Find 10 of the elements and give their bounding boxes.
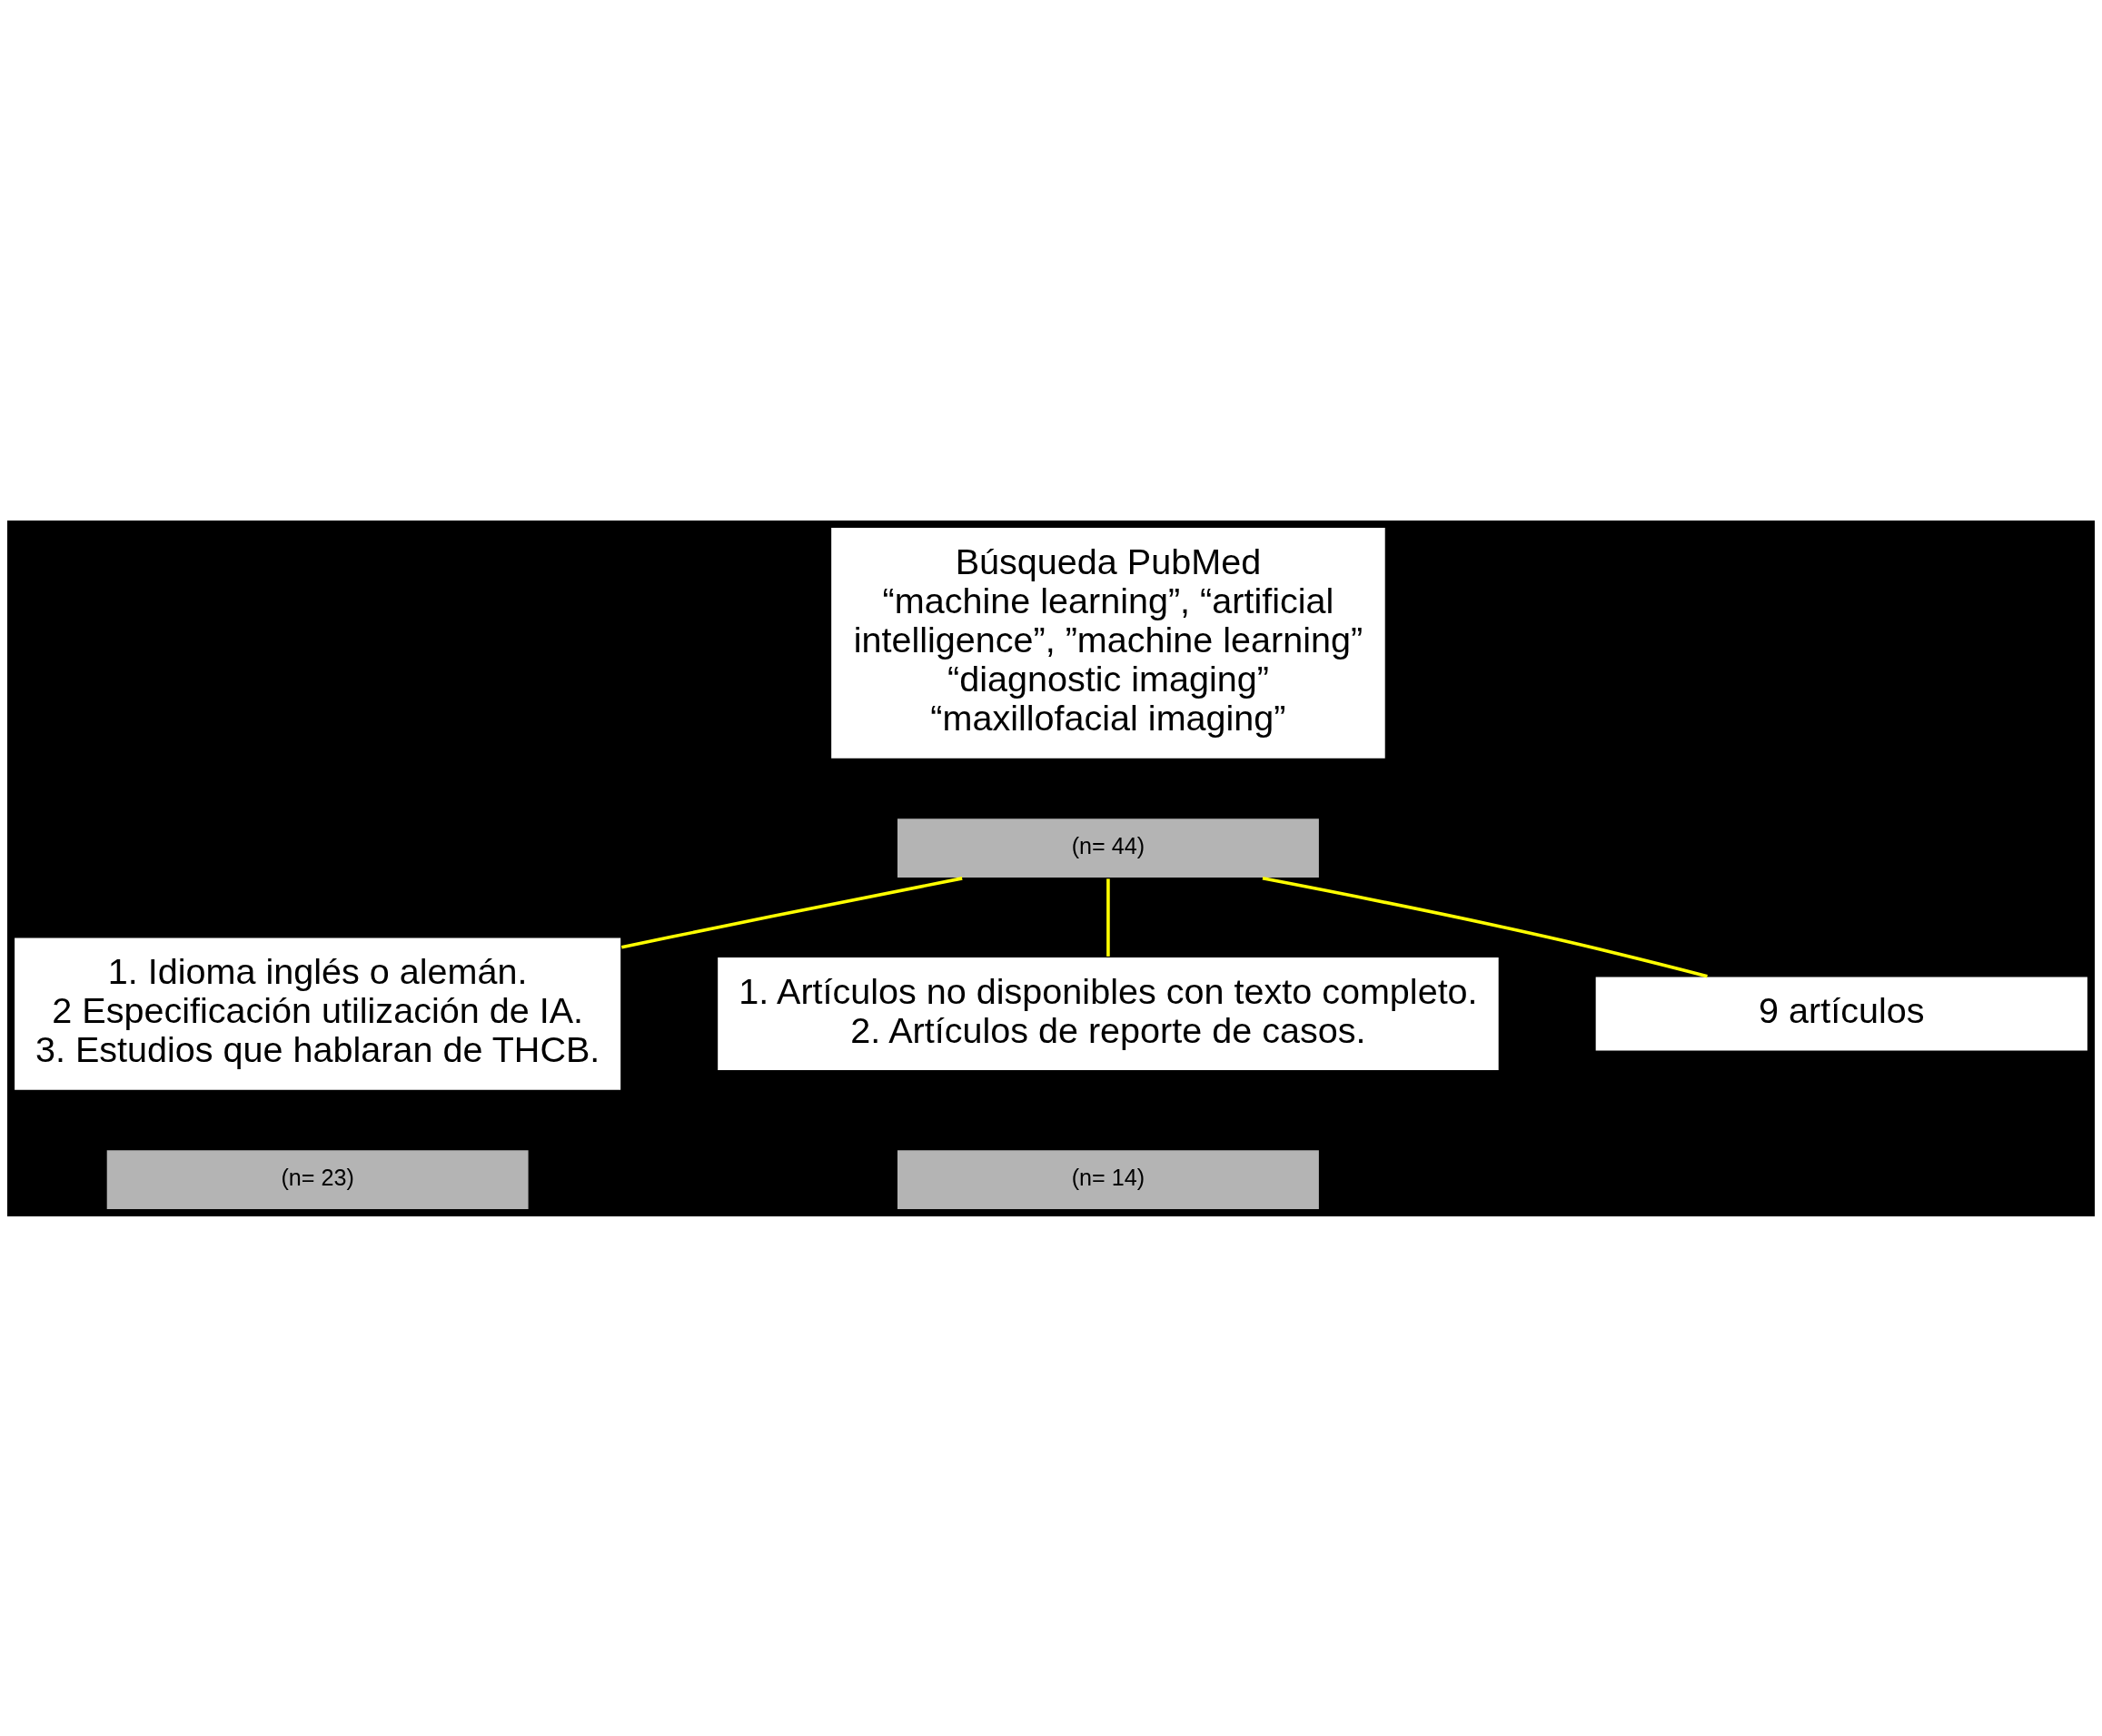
node-box: 9 artículos [1593, 975, 2089, 1052]
node-box: 1. Idioma inglés o alemán. 2 Especificación utilización de IA. 3. Estudios que hablaran de THCB. [13, 936, 622, 1091]
node-box: 1. Artículos no disponibles con texto completo. 2. Artículos de reporte de casos. [716, 955, 1501, 1072]
node-box: (n= 23) [104, 1147, 530, 1211]
node-box: Búsqueda PubMed “machine learning”, “artificial intelligence”, ”machine learning” “diagnostic imaging” “maxillofacial imaging” [829, 525, 1387, 759]
node-box: (n= 14) [896, 1147, 1321, 1211]
connector [620, 876, 963, 948]
node-box: (n= 44) [896, 816, 1321, 879]
connector [1262, 876, 1708, 977]
connector [1106, 878, 1110, 957]
